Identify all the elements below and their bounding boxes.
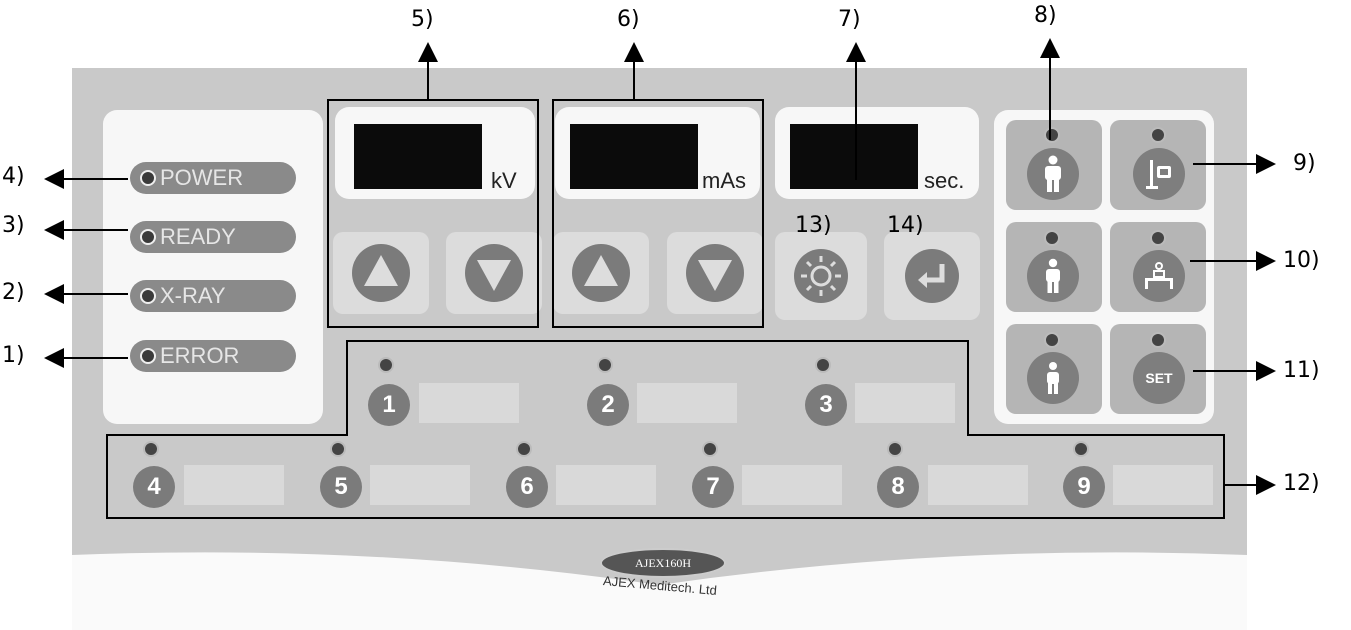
memory-label-6 (556, 465, 656, 505)
enter-button[interactable] (884, 232, 980, 320)
memory-button-4[interactable]: 4 (133, 466, 175, 508)
person-small-icon (1027, 352, 1079, 404)
memory-led-2 (597, 357, 613, 373)
set-led (1150, 332, 1166, 348)
mas-up-button[interactable] (553, 232, 649, 314)
set-icon: SET (1133, 352, 1185, 404)
memory-button-9[interactable]: 9 (1063, 466, 1105, 508)
ready-indicator: READY (130, 221, 296, 253)
triangle-down-icon (686, 244, 744, 302)
triangle-up-icon (352, 244, 410, 302)
memory-led-5 (330, 441, 346, 457)
memory-button-8[interactable]: 8 (877, 466, 919, 508)
label-4: 4) (2, 164, 25, 189)
position-led-2 (1150, 127, 1166, 143)
label-11: 11) (1283, 358, 1320, 383)
error-indicator: ERROR (130, 340, 296, 372)
mas-group-outline (552, 99, 764, 328)
sec-unit: sec. (924, 168, 965, 193)
memory-button-3[interactable]: 3 (805, 384, 847, 426)
label-13: 13) (795, 213, 832, 238)
memory-label-7 (742, 465, 842, 505)
model-name: AJEX160H (635, 555, 691, 570)
kv-up-button[interactable] (333, 232, 429, 314)
person-large-icon (1027, 148, 1079, 200)
position-led-1 (1044, 127, 1060, 143)
mas-unit: mAs (702, 168, 746, 193)
light-button[interactable] (775, 232, 867, 320)
memory-label-5 (370, 465, 470, 505)
light-icon (794, 249, 848, 303)
wall-stand-icon (1133, 148, 1185, 200)
bottom-brand-area (72, 552, 1247, 630)
memory-label-2 (637, 383, 737, 423)
memory-label-1 (419, 383, 519, 423)
label-12: 12) (1283, 471, 1320, 496)
kv-down-button[interactable] (446, 232, 542, 314)
triangle-down-icon (465, 244, 523, 302)
label-5: 5) (411, 7, 434, 32)
kv-unit: kV (491, 168, 517, 193)
label-14: 14) (887, 213, 924, 238)
label-7: 7) (838, 7, 861, 32)
memory-keys-outline (106, 340, 1225, 519)
label-8: 8) (1034, 3, 1057, 28)
xray-indicator: X-RAY (130, 280, 296, 312)
mas-down-button[interactable] (667, 232, 763, 314)
error-led (140, 348, 156, 364)
brand-logo: AJEX160H AJEX Meditech. Ltd (560, 548, 760, 608)
label-3: 3) (2, 213, 25, 238)
table-icon (1133, 250, 1185, 302)
memory-led-4 (143, 441, 159, 457)
position-led-3 (1044, 230, 1060, 246)
memory-led-6 (516, 441, 532, 457)
memory-led-8 (887, 441, 903, 457)
memory-button-1[interactable]: 1 (368, 384, 410, 426)
kv-display (354, 124, 482, 189)
kv-group-outline (327, 99, 539, 328)
label-9: 9) (1293, 151, 1316, 176)
position-led-4 (1150, 230, 1166, 246)
power-led (140, 170, 156, 186)
memory-button-2[interactable]: 2 (587, 384, 629, 426)
power-indicator: POWER (130, 162, 296, 194)
memory-led-3 (815, 357, 831, 373)
memory-label-4 (184, 465, 284, 505)
model-badge: AJEX160H (600, 548, 726, 578)
label-10: 10) (1283, 248, 1320, 273)
position-led-5 (1044, 332, 1060, 348)
sec-display (790, 124, 918, 189)
mas-display (570, 124, 698, 189)
memory-label-9 (1113, 465, 1213, 505)
person-medium-icon (1027, 250, 1079, 302)
memory-label-8 (928, 465, 1028, 505)
ready-led (140, 229, 156, 245)
triangle-up-icon (572, 244, 630, 302)
memory-button-5[interactable]: 5 (320, 466, 362, 508)
memory-label-3 (855, 383, 955, 423)
set-label: SET (1145, 370, 1173, 386)
xray-led (140, 288, 156, 304)
label-1: 1) (2, 343, 25, 368)
label-6: 6) (617, 7, 640, 32)
memory-led-1 (378, 357, 394, 373)
label-2: 2) (2, 280, 25, 305)
memory-button-6[interactable]: 6 (506, 466, 548, 508)
enter-icon (905, 249, 959, 303)
memory-led-7 (702, 441, 718, 457)
memory-led-9 (1073, 441, 1089, 457)
memory-button-7[interactable]: 7 (692, 466, 734, 508)
